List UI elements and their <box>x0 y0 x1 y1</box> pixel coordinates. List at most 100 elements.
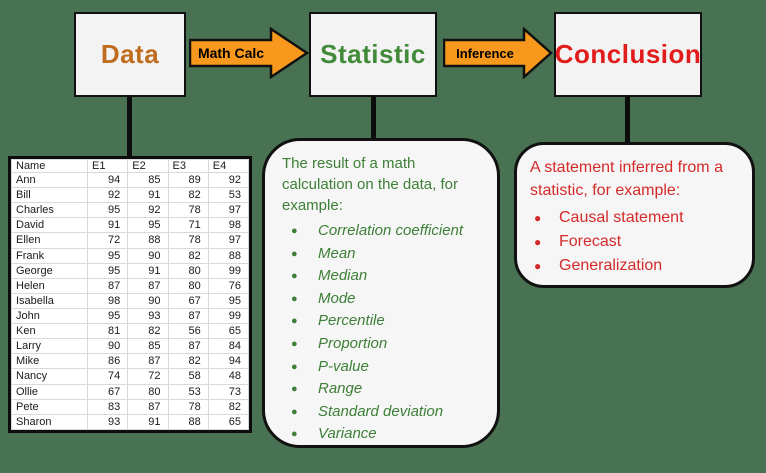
table-cell-score: 92 <box>207 171 250 189</box>
table-cell-score: 78 <box>167 232 209 249</box>
table-cell-score: 90 <box>86 338 129 355</box>
table-cell-score: 78 <box>167 202 209 219</box>
table-cell-score: 98 <box>207 217 250 234</box>
table-cell-score: 67 <box>167 292 209 309</box>
table-cell-score: 85 <box>127 171 169 189</box>
table-cell-score: 80 <box>127 383 169 400</box>
right-arrow-icon <box>189 27 309 79</box>
table-column-header: E2 <box>127 159 169 173</box>
table-cell-score: 72 <box>127 368 169 385</box>
table-cell-score: 89 <box>167 171 209 189</box>
table-cell-score: 87 <box>167 307 209 325</box>
flow-arrow-inference: Inference <box>443 27 553 79</box>
table-cell-score: 83 <box>86 398 129 415</box>
table-cell-score: 92 <box>127 202 169 219</box>
table-column-header: E3 <box>167 159 209 173</box>
table-cell-score: 82 <box>127 323 169 340</box>
table-cell-score: 91 <box>127 413 169 431</box>
table-column-header: E4 <box>207 159 250 173</box>
table-cell-name: David <box>11 217 88 234</box>
table-cell-score: 87 <box>127 353 169 370</box>
table-cell-score: 87 <box>127 277 169 294</box>
bullet-item: P-value <box>265 356 497 379</box>
table-cell-score: 94 <box>207 353 250 370</box>
arrow-math-calc-label: Math Calc <box>197 45 265 61</box>
statistic-bullet-list: Correlation coefficientMeanMedianModePer… <box>265 220 497 446</box>
table-cell-score: 80 <box>167 277 209 294</box>
table-cell-score: 95 <box>86 247 129 264</box>
flow-node-statistic: Statistic <box>309 12 437 97</box>
table-cell-name: Ken <box>11 323 88 340</box>
table-cell-name: Ellen <box>11 232 88 249</box>
table-cell-score: 85 <box>127 338 169 355</box>
right-arrow-icon <box>443 27 553 79</box>
table-cell-score: 72 <box>86 232 129 249</box>
table-cell-score: 95 <box>207 292 250 309</box>
table-cell-score: 87 <box>167 338 209 355</box>
connector-line-statistic <box>371 96 376 140</box>
table-cell-score: 78 <box>167 398 209 415</box>
table-column-header: E1 <box>86 159 129 173</box>
bullet-item: Variance <box>265 423 497 446</box>
table-cell-name: Ollie <box>11 383 88 400</box>
table-cell-score: 73 <box>207 383 250 400</box>
table-cell-score: 58 <box>167 368 209 385</box>
connector-line-data <box>127 96 132 157</box>
table-cell-score: 91 <box>127 187 169 204</box>
table-cell-score: 86 <box>86 353 129 370</box>
table-cell-name: Nancy <box>11 368 88 385</box>
bullet-item: Range <box>265 378 497 401</box>
bullet-item: Causal statement <box>517 206 752 230</box>
table-cell-name: George <box>11 262 88 279</box>
table-cell-score: 53 <box>167 383 209 400</box>
table-cell-score: 80 <box>167 262 209 279</box>
table-cell-score: 97 <box>207 202 250 219</box>
table-cell-name: Mike <box>11 353 88 370</box>
table-cell-score: 48 <box>207 368 250 385</box>
bullet-item: Mean <box>265 243 497 266</box>
table-cell-score: 56 <box>167 323 209 340</box>
table-cell-score: 82 <box>207 398 250 415</box>
table-cell-score: 88 <box>127 232 169 249</box>
table-cell-score: 81 <box>86 323 129 340</box>
table-cell-name: Charles <box>11 202 88 219</box>
table-cell-score: 97 <box>207 232 250 249</box>
conclusion-note-intro: A statement inferred from a statistic, f… <box>530 159 723 199</box>
bullet-item: Correlation coefficient <box>265 220 497 243</box>
bullet-item: Median <box>265 265 497 288</box>
bullet-item: Standard deviation <box>265 401 497 424</box>
table-cell-score: 67 <box>86 383 129 400</box>
table-cell-score: 87 <box>86 277 129 294</box>
flow-node-data: Data <box>74 12 186 97</box>
table-cell-score: 92 <box>86 187 129 204</box>
table-cell-score: 82 <box>167 353 209 370</box>
table-cell-score: 82 <box>167 247 209 264</box>
table-cell-score: 90 <box>127 247 169 264</box>
statistic-note-intro: The result of a math calculation on the … <box>282 155 458 214</box>
table-cell-score: 65 <box>207 413 250 431</box>
table-cell-score: 95 <box>127 217 169 234</box>
bullet-item: Forecast <box>517 230 752 254</box>
table-cell-score: 98 <box>86 292 129 309</box>
table-cell-score: 84 <box>207 338 250 355</box>
table-cell-name: John <box>11 307 88 325</box>
conclusion-bullet-list: Causal statementForecastGeneralization <box>517 206 752 278</box>
